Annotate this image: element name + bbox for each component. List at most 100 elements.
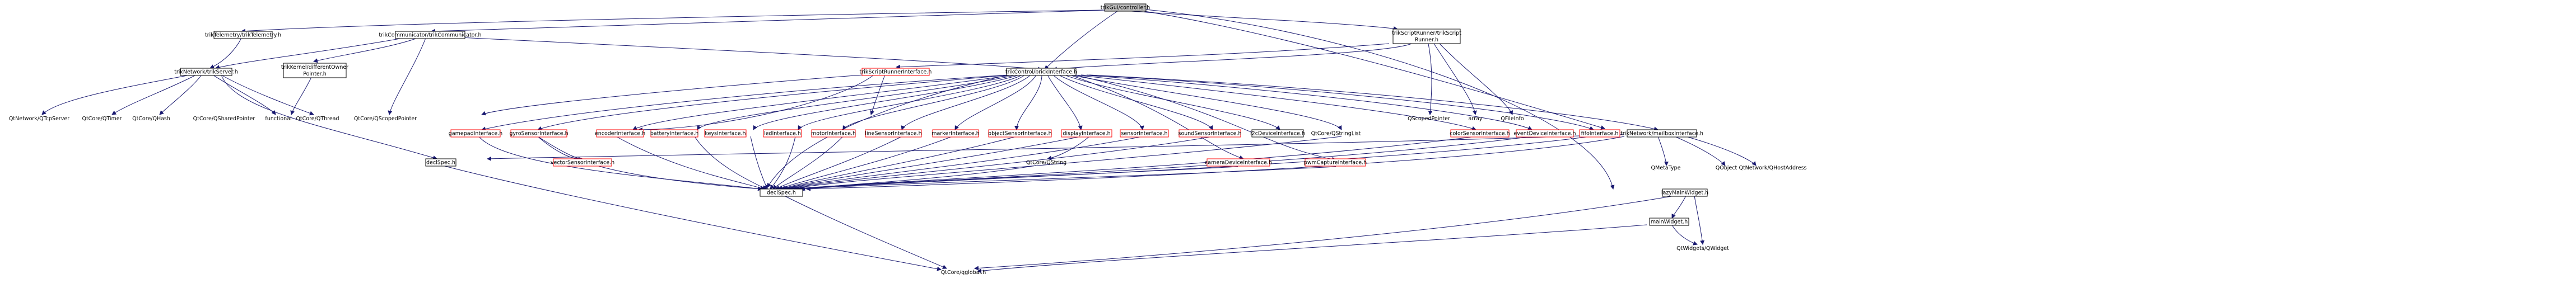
node-display[interactable]: displayInterface.h [1061, 129, 1112, 138]
node-event-device[interactable]: eventDeviceInterface.h [1513, 129, 1576, 138]
node-label: gyroSensorInterface.h [509, 131, 568, 137]
edge [1052, 43, 1412, 72]
node-label: pwmCaptureInterface.h [1304, 160, 1367, 166]
header-functional: functional [265, 116, 291, 122]
node-label: batteryInterface.h [650, 131, 698, 137]
node-label: trikNetwork/mailboxInterface.h [1620, 131, 1703, 137]
header-qstringlist: QtCore/QStringList [1311, 131, 1361, 137]
node-line-sensor[interactable]: lineSensorInterface.h [865, 129, 922, 138]
node-mailbox[interactable]: trikNetwork/mailboxInterface.h [1620, 129, 1703, 138]
node-battery[interactable]: batteryInterface.h [650, 129, 698, 138]
node-label: motorInterface.h [811, 131, 856, 137]
node-camera-device[interactable]: cameraDeviceInterface.h [1205, 158, 1272, 167]
node-label: trikGui/controller.h [1101, 5, 1150, 11]
node-label: cameraDeviceInterface.h [1205, 160, 1272, 166]
header-qhash: QtCore/QHash [132, 116, 170, 122]
header-qsharedpointer: QtCore/QSharedPointer [193, 116, 255, 122]
edge [767, 74, 1009, 188]
node-gyro[interactable]: gyroSensorInterface.h [509, 129, 569, 138]
edge [1089, 74, 1659, 131]
node-communicator[interactable]: trikCommunicator/trikCommunicator.h [379, 31, 482, 39]
node-script-runner[interactable]: trikScriptRunner/trikScript Runner.h [1392, 29, 1461, 44]
header-qfileinfo: QFileInfo [1501, 116, 1524, 122]
edge [1428, 43, 1433, 115]
edge [896, 43, 1390, 69]
header-qmetatype: QMetaType [1651, 165, 1681, 171]
node-label: objectSensorInterface.h [988, 131, 1051, 137]
edge [596, 165, 762, 191]
edge [481, 74, 1009, 131]
edge [842, 74, 1026, 130]
node-label: trikKernel/differentOwner [281, 64, 348, 70]
edge [1052, 74, 1144, 130]
edge [221, 74, 314, 116]
node-label: keysInterface.h [705, 131, 746, 137]
node-encoder[interactable]: encoderInterface.h [595, 129, 645, 138]
node-label: vectorSensorInterface.h [551, 160, 614, 166]
node-label: trikNetwork/trikServer.h [174, 69, 238, 75]
edge [1064, 74, 1280, 130]
edge [1086, 74, 1594, 131]
edge [772, 136, 844, 190]
edge [1069, 74, 1244, 160]
node-label: lazyMainWidget.h [1661, 190, 1708, 196]
node-i2c-device[interactable]: i2cDeviceInterface.h [1250, 129, 1305, 138]
node-object-sensor[interactable]: objectSensorInterface.h [988, 129, 1052, 138]
node-label: ledInterface.h [764, 131, 801, 137]
node-declspec-left[interactable]: declSpec.h [425, 158, 456, 167]
edge [977, 224, 1647, 273]
node-pwm-capture[interactable]: pwmCaptureInterface.h [1304, 158, 1367, 167]
node-label: lineSensorInterface.h [865, 131, 921, 137]
node-telemetry[interactable]: trikTelemetry/trikTelemetry.h [205, 31, 281, 39]
node-marker[interactable]: markerInterface.h [931, 129, 980, 138]
edge [431, 10, 1107, 34]
edge [212, 74, 276, 115]
node-vector-sensor[interactable]: vectorSensorInterface.h [551, 158, 614, 167]
node-sound-sensor[interactable]: soundSensorInterface.h [1178, 129, 1242, 138]
header-qscopedpointer-core: QtCore/QScopedPointer [354, 116, 417, 122]
edge [1058, 74, 1213, 130]
edge [784, 136, 1143, 191]
node-lazy-main-widget[interactable]: lazyMainWidget.h [1661, 188, 1708, 197]
node-label: gamepadInterface.h [449, 131, 502, 137]
edge [954, 74, 1037, 130]
node-color-sensor[interactable]: colorSensorInterface.h [1450, 129, 1510, 138]
node-keys[interactable]: keysInterface.h [704, 129, 747, 138]
node-label: sensorInterface.h [1121, 131, 1167, 137]
edge [1433, 43, 1477, 115]
node-label: encoderInterface.h [595, 131, 645, 137]
edge [798, 74, 1023, 130]
node-trik-server[interactable]: trikNetwork/trikServer.h [174, 68, 238, 76]
edge [786, 136, 1213, 191]
node-label: declSpec.h [426, 160, 455, 166]
node-sensor[interactable]: sensorInterface.h [1120, 129, 1169, 138]
edge [159, 74, 202, 115]
header-qstring: QtCore/QString [1026, 160, 1066, 166]
edge [388, 37, 426, 115]
node-kernel-owner[interactable]: trikKernel/differentOwner Pointer.h [281, 63, 348, 78]
edge [782, 136, 1082, 190]
edge [694, 136, 767, 190]
node-controller[interactable]: trikGui/controller.h [1101, 3, 1150, 12]
node-fifo[interactable]: fifoInterface.h [1579, 129, 1620, 138]
edge [221, 74, 437, 160]
edge [537, 74, 1012, 131]
node-gamepad[interactable]: gamepadInterface.h [449, 129, 502, 138]
node-script-runner-interface[interactable]: trikScriptRunnerInterface.h [860, 68, 932, 76]
edge [442, 165, 942, 271]
node-declspec-main[interactable]: declSpec.h [760, 188, 803, 197]
node-brick-interface[interactable]: trikControl/brickInterface.h [1005, 68, 1077, 76]
edge [1439, 43, 1513, 115]
edge [1671, 195, 1687, 219]
node-led[interactable]: ledInterface.h [763, 129, 802, 138]
nodes: trikGui/controller.h trikTelemetry/trikT… [9, 3, 1807, 276]
node-motor[interactable]: motorInterface.h [811, 129, 856, 138]
edge [901, 74, 1031, 130]
node-label: markerInterface.h [931, 131, 979, 137]
node-main-widget[interactable]: mainWidget.h [1649, 218, 1689, 226]
edge [753, 74, 1020, 130]
header-qobject: QObject [1716, 165, 1737, 171]
node-label: Pointer.h [303, 71, 327, 77]
edge [209, 37, 242, 69]
edge [638, 74, 874, 132]
